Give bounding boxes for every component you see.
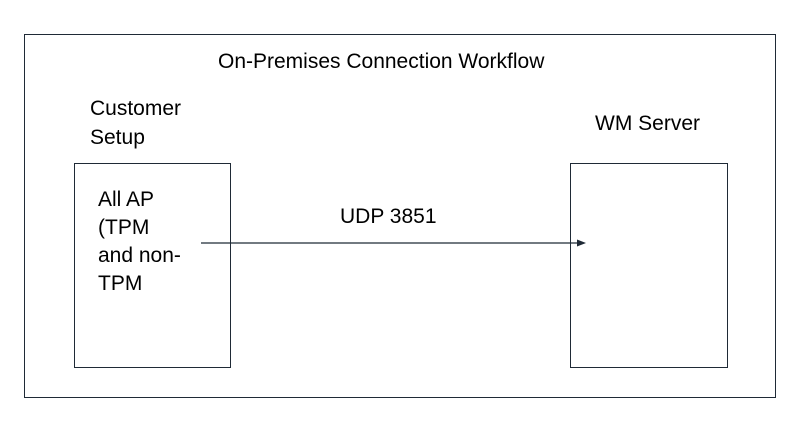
- wm-server-label: WM Server: [595, 112, 700, 135]
- workflow-frame: [24, 34, 776, 398]
- access-points-text: All AP (TPM and non- TPM: [98, 188, 181, 295]
- connection-port-label: UDP 3851: [340, 205, 437, 228]
- customer-setup-label: Customer Setup: [90, 97, 182, 149]
- wm-server-box: [570, 163, 728, 368]
- diagram-title: On-Premises Connection Workflow: [218, 50, 545, 73]
- customer-setup-box: [74, 163, 231, 368]
